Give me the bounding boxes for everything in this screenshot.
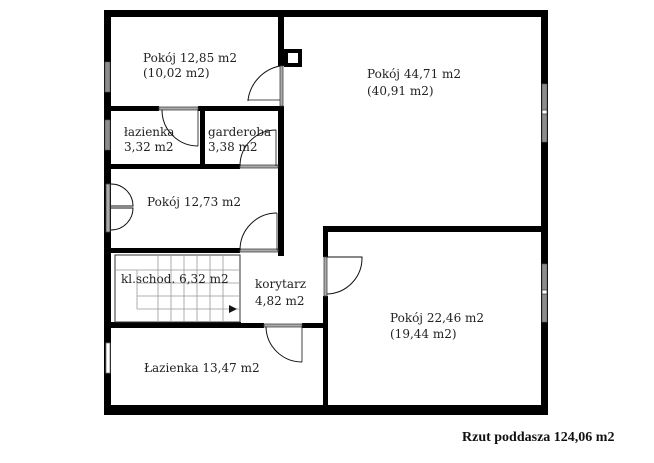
svg-text:3,38 m2: 3,38 m2 [208, 140, 258, 154]
room-label-pokoj-4: Pokój 22,46 m2 [390, 311, 484, 325]
room-label-garderoba: garderoba [208, 125, 271, 139]
plan-title: Rzut poddasza 124,06 m2 [462, 430, 615, 445]
stair-direction-arrow-icon [229, 305, 237, 313]
svg-text:(19,44 m2): (19,44 m2) [390, 327, 457, 341]
room-label-korytarz: korytarz [255, 277, 306, 291]
room-label-pokoj-2: Pokój 44,71 m2 [367, 67, 461, 81]
room-label-klatka: kl.schod. 6,32 m2 [121, 272, 229, 286]
room-label-pokoj-3: Pokój 12,73 m2 [147, 195, 241, 209]
svg-text:(40,91 m2): (40,91 m2) [367, 84, 434, 98]
staircase [114, 254, 241, 323]
room-label-lazienka-big: Łazienka 13,47 m2 [144, 361, 260, 375]
window-left-1 [104, 61, 111, 93]
room-label-pokoj-1: Pokój 12,85 m2 [143, 51, 237, 65]
svg-text:4,82 m2: 4,82 m2 [255, 294, 305, 308]
doors [105, 65, 363, 363]
window-left-3 [105, 342, 111, 374]
windows [104, 61, 548, 374]
room-label-lazienka-small: łazienka [124, 125, 174, 139]
internal-walls [104, 10, 548, 415]
window-left-2 [104, 119, 111, 151]
svg-text:(10,02 m2): (10,02 m2) [143, 66, 210, 80]
svg-text:3,32 m2: 3,32 m2 [124, 140, 174, 154]
room-labels: Pokój 12,85 m2 (10,02 m2) Pokój 44,71 m2… [121, 51, 484, 375]
